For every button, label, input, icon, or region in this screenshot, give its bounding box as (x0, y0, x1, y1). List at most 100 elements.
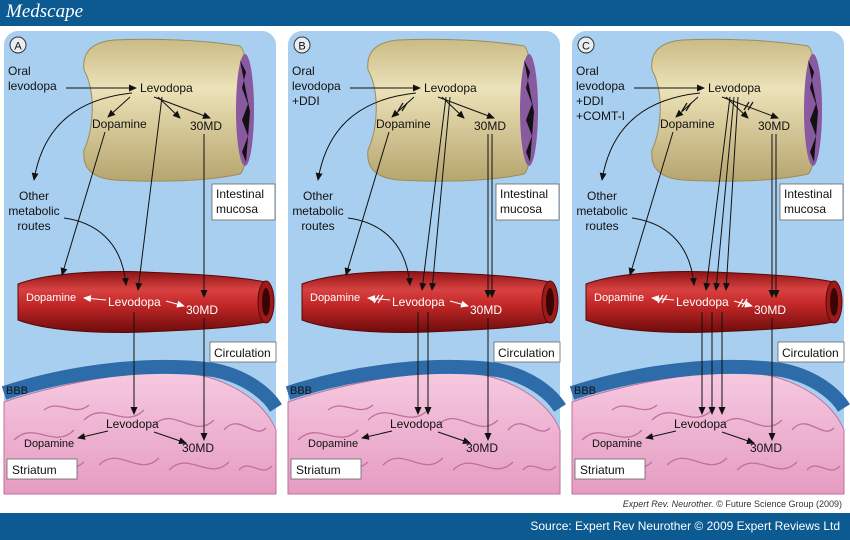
gut-dopamine-label: Dopamine (376, 117, 431, 131)
brain-fold (581, 429, 643, 441)
gut-omd-label: 30MD (474, 119, 506, 133)
brain-dopamine-label: Dopamine (24, 438, 74, 450)
circ-other-arrow (347, 217, 413, 286)
levodopa-absorption-arrow (703, 96, 731, 291)
brain-omd-label: 30MD (182, 441, 214, 455)
circ-other-arrow (63, 217, 129, 286)
inhibition-mark (747, 101, 754, 111)
gut-dopamine-to-circ-arrow (60, 131, 106, 276)
brain-fold (437, 418, 499, 427)
circulation-label: Circulation (782, 346, 839, 360)
blood-brain-barrier (285, 359, 566, 413)
brain-fold (806, 465, 841, 471)
gut-decarboxylation-arrow (391, 96, 415, 118)
brain-fold (507, 423, 551, 432)
brain-omethylation-arrow (437, 431, 471, 445)
gut-levodopa-label: Levodopa (708, 81, 761, 95)
brain-levodopa-label: Levodopa (390, 417, 443, 431)
inhibition-mark (681, 102, 688, 112)
striatum-box (290, 458, 362, 480)
mucosa-box (779, 183, 844, 221)
striatum-label: Striatum (580, 463, 625, 477)
mucosa-box (495, 183, 560, 221)
circ-omethylation-arrow (733, 300, 753, 308)
input-label: Oral (292, 64, 315, 78)
brain-omd-label: 30MD (466, 441, 498, 455)
inhibition-mark (657, 294, 664, 304)
inhibition-mark (743, 101, 750, 111)
input-label: levodopa (576, 79, 625, 93)
circ-omethylation-arrow (449, 300, 469, 308)
circ-omethylation-arrow (165, 300, 185, 308)
brain-fold (98, 457, 160, 466)
brain-decarboxylation-arrow (361, 430, 393, 440)
brain-fold (43, 404, 90, 411)
inhibition-mark (661, 294, 668, 304)
brain-omethylation-arrow (721, 431, 755, 445)
brain-fold (721, 418, 783, 427)
brain-fold (611, 404, 658, 411)
gut-levodopa-label: Levodopa (140, 81, 193, 95)
input-label: Oral (576, 64, 599, 78)
other-routes-label: metabolic (576, 204, 627, 218)
medscape-logo: Medscape (6, 1, 84, 22)
circ-dopamine-label: Dopamine (26, 292, 76, 304)
brain-decarboxylation-arrow (77, 430, 109, 440)
copyright-text: © Future Science Group (2009) (716, 499, 842, 509)
other-routes-label: routes (585, 219, 618, 233)
intestine-lumen-edge (236, 54, 254, 166)
brain-fold (367, 409, 429, 421)
extra-levodopa-arrow (429, 96, 451, 291)
circ-omd-label: 30MD (470, 303, 502, 317)
input-label: +DDI (292, 94, 320, 108)
gut-omd-label: 30MD (758, 119, 790, 133)
circulation-label: Circulation (214, 346, 271, 360)
gut-omethylation-arrow (437, 96, 495, 119)
brain-fold (452, 461, 514, 471)
brain-dopamine-label: Dopamine (308, 438, 358, 450)
intestine-lumen (240, 60, 250, 162)
brain-fold (153, 418, 215, 427)
gut-omethylation-arrow (153, 96, 211, 119)
striatum-label: Striatum (12, 463, 57, 477)
other-routes-label: metabolic (292, 204, 343, 218)
intestine-lumen-edge (520, 54, 538, 166)
gut-levodopa-label: Levodopa (424, 81, 477, 95)
gut-dopamine-label: Dopamine (660, 117, 715, 131)
input-label: levodopa (8, 79, 57, 93)
extra-levodopa-arrow-2 (722, 96, 739, 291)
intestine-lumen (808, 60, 818, 162)
levodopa-absorption-arrow (135, 96, 163, 291)
input-label: +DDI (576, 94, 604, 108)
blood-brain-barrier (1, 359, 282, 413)
striatum-label: Striatum (296, 463, 341, 477)
panel-letter: A (14, 41, 22, 53)
panel-c: COrallevodopa+DDI+COMT-ILevodopaDopamine… (569, 31, 850, 495)
mucosa-label: mucosa (784, 202, 826, 216)
brain-fold (297, 429, 359, 441)
bbb-label: BBB (6, 385, 28, 397)
circ-dopamine-label: Dopamine (310, 292, 360, 304)
panel-letter: B (298, 41, 305, 53)
bbb-label: BBB (290, 385, 312, 397)
circ-dopamine-label: Dopamine (594, 292, 644, 304)
inhibition-mark (685, 102, 692, 112)
brain-fold (791, 423, 835, 432)
panel-letter-badge (293, 36, 311, 54)
other-routes-label: Other (19, 189, 49, 203)
mucosa-box (211, 183, 276, 221)
mucosa-label: Intestinal (500, 187, 548, 201)
inhibition-mark (377, 294, 384, 304)
figure-credit: Expert Rev. Neurother. © Future Science … (623, 499, 842, 509)
brain-levodopa-label: Levodopa (106, 417, 159, 431)
extra-levodopa-arrow (713, 96, 735, 291)
other-routes-label: metabolic (8, 204, 59, 218)
inhibition-mark (741, 298, 748, 308)
other-routes-arrow (315, 92, 417, 181)
other-routes-label: Other (303, 189, 333, 203)
circulation-box (777, 341, 845, 363)
other-routes-arrow (599, 92, 701, 181)
circulation-box (209, 341, 277, 363)
